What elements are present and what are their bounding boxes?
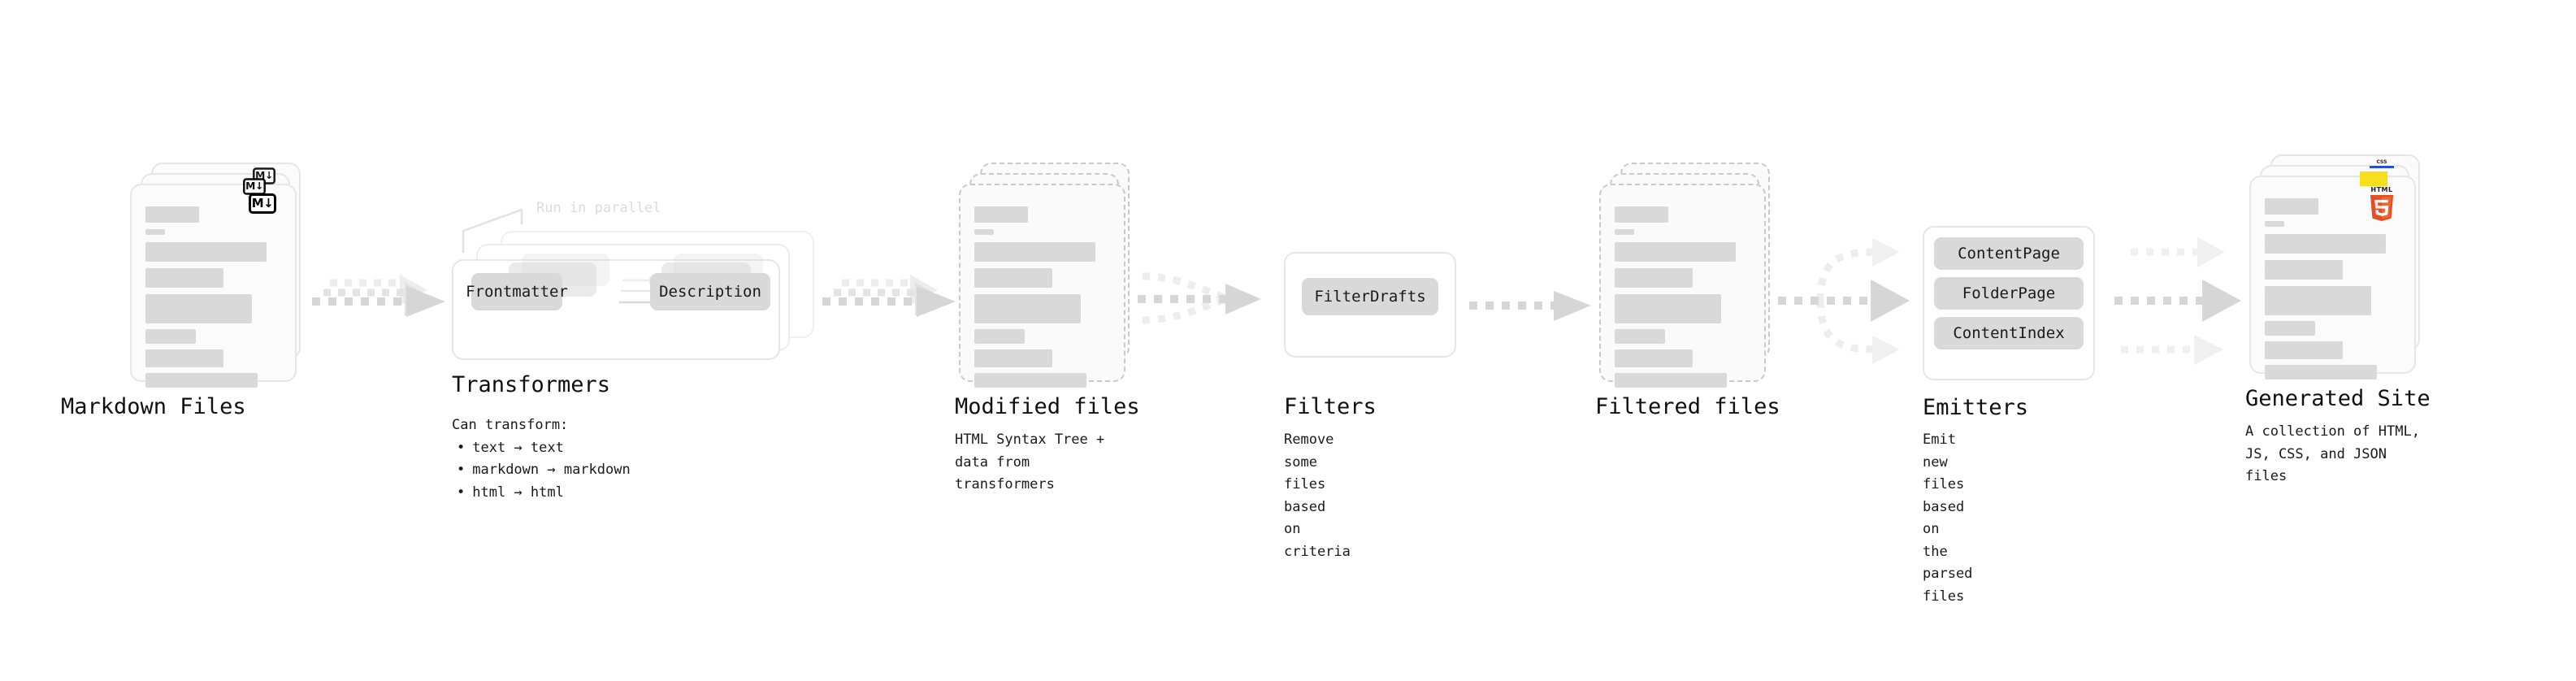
stage-title-emitters: Emitters (1923, 395, 2029, 420)
stage-title-filters: Filters (1284, 394, 1377, 419)
skeleton-bar (974, 242, 1095, 262)
stage-title-markdown-files: Markdown Files (61, 394, 246, 419)
stage-title-generated-site: Generated Site (2245, 386, 2431, 411)
skeleton-bar (2265, 221, 2284, 227)
skeleton-bar (2265, 260, 2343, 280)
skeleton-bar (1615, 349, 1693, 367)
skeleton-bar (1615, 242, 1736, 262)
skeleton-bar (1615, 294, 1721, 323)
stage-subtitle-emitters: Emit new files based on the parsed files (1923, 432, 1973, 605)
transformer-capability-item: text → text (452, 437, 631, 460)
skeleton-bar (1615, 373, 1727, 388)
skeleton-bar (974, 329, 1025, 344)
arrow-transformers-to-modified-files (821, 275, 967, 332)
skeleton-bar (2265, 234, 2386, 254)
emitter-chip-contentpage[interactable]: ContentPage (1934, 237, 2084, 270)
stage-generated-site: CSS HTML Generated Site A collection of … (2245, 154, 2431, 484)
skeleton-bar (974, 294, 1081, 323)
filter-chip-filterdrafts[interactable]: FilterDrafts (1302, 278, 1438, 315)
html5-shield-icon (2370, 195, 2394, 221)
transformer-chip-description[interactable]: Description (650, 273, 770, 310)
arrow-markdown-to-transformers (309, 275, 455, 332)
css-badge-underline (2370, 166, 2394, 168)
arrow-filtered-files-to-emitters (1778, 234, 1924, 380)
emitter-chip-folderpage[interactable]: FolderPage (1934, 277, 2084, 310)
skeleton-bar (974, 206, 1028, 223)
skeleton-bar (1615, 329, 1665, 344)
file-sheet-front (1599, 184, 1766, 388)
transformer-chip-frontmatter[interactable]: Frontmatter (466, 273, 568, 310)
skeleton-bar (145, 229, 165, 235)
skeleton-bar (974, 349, 1052, 367)
transformer-capability-item: html → html (452, 482, 631, 505)
skeleton-bar (2265, 321, 2315, 336)
arrow-emitters-to-generated-site (2106, 234, 2261, 380)
skeleton-bar (2265, 198, 2318, 215)
skeleton-bar (145, 349, 223, 367)
skeleton-bar (974, 373, 1086, 388)
stage-title-transformers: Transformers (452, 372, 611, 397)
html5-badge-label: HTML (2370, 186, 2393, 193)
skeleton-bar (1615, 268, 1693, 288)
skeleton-bar (1615, 206, 1668, 223)
generated-site-file-stack: CSS HTML (2249, 154, 2420, 380)
arrow-modified-files-to-filters (1138, 268, 1284, 341)
markdown-badge-back-1: M↓ (243, 178, 266, 195)
html5-badge: HTML (2367, 187, 2396, 221)
css-badge-label: CSS (2376, 159, 2387, 165)
stage-modified-files: Modified files HTML Syntax Tree + data f… (955, 163, 1140, 492)
stage-filtered-files: Filtered files (1595, 163, 1780, 419)
skeleton-bar (974, 229, 994, 235)
skeleton-bar (974, 268, 1052, 288)
file-sheet-front (130, 184, 297, 388)
css-badge: CSS (2370, 158, 2394, 168)
skeleton-bar (145, 206, 199, 223)
markdown-file-stack: M↓ M↓ M↓ (130, 163, 301, 388)
skeleton-bar (145, 329, 196, 344)
stage-title-filtered-files: Filtered files (1595, 394, 1780, 419)
file-sheet-front (2249, 176, 2416, 380)
transformers-capabilities: Can transform: text → text markdown → ma… (452, 414, 631, 504)
skeleton-bar (145, 294, 252, 323)
stage-title-modified-files: Modified files (955, 394, 1140, 419)
stage-subtitle-modified-files: HTML Syntax Tree + data from transformer… (955, 432, 1105, 493)
filtered-file-stack (1599, 163, 1770, 388)
transformers-capabilities-lead: Can transform: (452, 417, 569, 433)
stage-subtitle-generated-site: A collection of HTML, JS, CSS, and JSON … (2245, 423, 2420, 485)
transformers-capability-list: text → text markdown → markdown html → h… (452, 437, 631, 505)
file-sheet-front (959, 184, 1125, 388)
skeleton-bar (145, 373, 258, 388)
run-in-parallel-bracket (462, 208, 523, 253)
skeleton-bar (1615, 229, 1634, 235)
stage-subtitle-filters: Remove some files based on criteria (1284, 432, 1351, 560)
skeleton-bar (145, 268, 223, 288)
skeleton-bar (2265, 286, 2371, 315)
markdown-badge: M↓ (249, 193, 276, 214)
stage-markdown-files: M↓ M↓ M↓ Markdown Files (61, 163, 301, 419)
arrow-filters-to-filtered-files (1468, 291, 1606, 332)
transformer-capability-item: markdown → markdown (452, 459, 630, 482)
skeleton-bar (2265, 365, 2377, 380)
modified-file-stack (959, 163, 1130, 388)
js-badge (2360, 171, 2387, 186)
skeleton-bar (2265, 341, 2343, 359)
skeleton-bar (145, 242, 267, 262)
emitter-chip-contentindex[interactable]: ContentIndex (1934, 317, 2084, 349)
run-in-parallel-label: Run in parallel (536, 200, 661, 216)
